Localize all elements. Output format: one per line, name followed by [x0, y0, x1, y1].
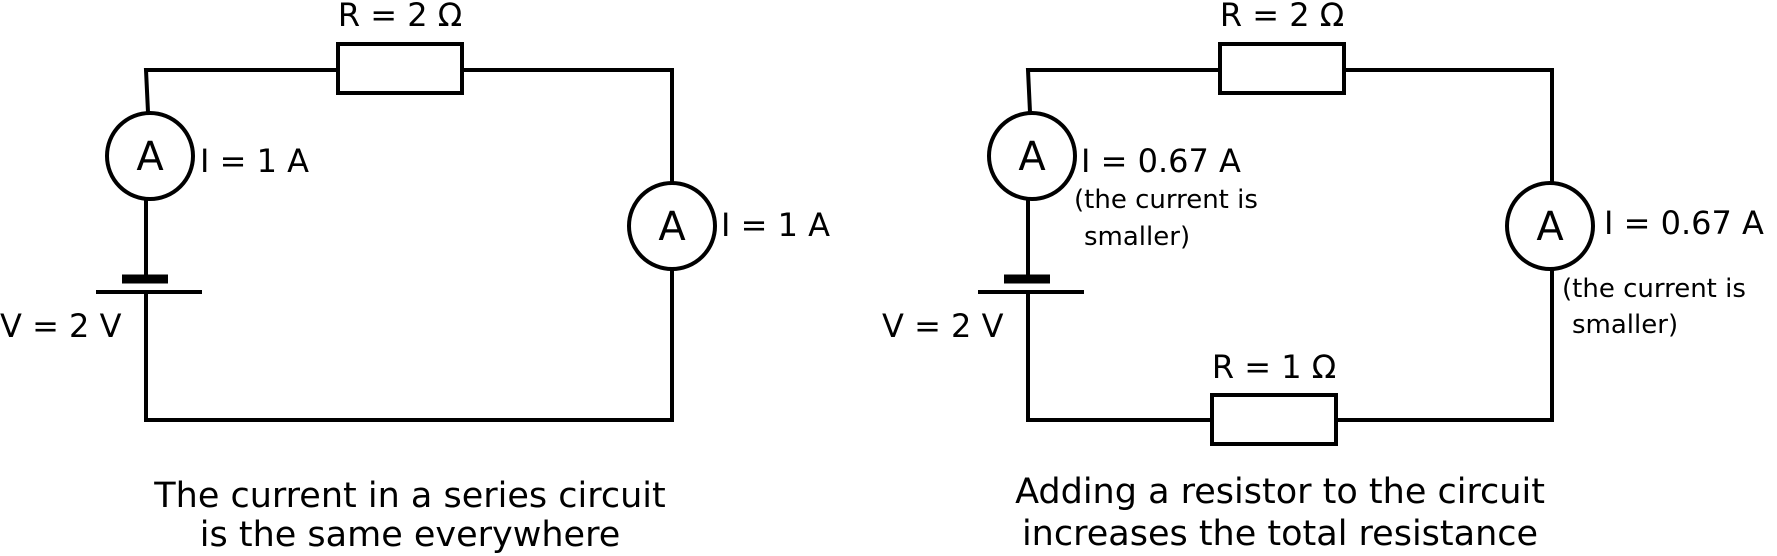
- left-resistor: [336, 42, 464, 95]
- right-resistor-1: [1218, 42, 1346, 95]
- right-caption-line-2: increases the total resistance: [1022, 514, 1538, 554]
- left-ammeter-2-reading: I = 1 A: [721, 206, 830, 244]
- left-ammeter-1: A: [105, 111, 195, 201]
- right-ammeter-1: A: [987, 111, 1077, 201]
- right-resistor-2-label: R = 1 Ω: [1212, 348, 1336, 386]
- right-circuit: R = 2 Ω R = 1 Ω A I = 0.67 A (the curren…: [882, 0, 1764, 554]
- left-battery-label: V = 2 V: [0, 307, 122, 345]
- left-battery: [96, 274, 202, 294]
- right-ammeter-2-note-line-1: (the current is: [1562, 274, 1746, 304]
- left-ammeter-1-reading: I = 1 A: [200, 142, 309, 180]
- right-ammeter-1-reading: I = 0.67 A: [1081, 142, 1241, 180]
- right-ammeter-2-note-line-2: smaller): [1572, 310, 1678, 340]
- right-ammeter-1-symbol: A: [1018, 134, 1046, 180]
- right-battery-label: V = 2 V: [882, 307, 1004, 345]
- right-battery: [978, 274, 1084, 294]
- left-resistor-label: R = 2 Ω: [338, 0, 462, 34]
- right-resistor-1-label: R = 2 Ω: [1220, 0, 1344, 34]
- left-ammeter-2: A: [627, 181, 717, 271]
- right-wire-top: [1025, 68, 1554, 183]
- right-wire-bottom: [1026, 290, 1554, 422]
- left-wire-top: [143, 68, 674, 183]
- left-caption-line-1: The current in a series circuit: [153, 476, 665, 516]
- left-circuit: R = 2 Ω A I = 1 A A I = 1 A V = 2 V The …: [0, 0, 830, 555]
- left-caption-line-2: is the same everywhere: [200, 515, 620, 555]
- right-ammeter-2-symbol: A: [1536, 204, 1564, 250]
- right-ammeter-2-reading: I = 0.67 A: [1604, 204, 1764, 242]
- right-caption-line-1: Adding a resistor to the circuit: [1015, 472, 1545, 512]
- left-wire-bottom: [144, 290, 674, 422]
- right-resistor-2: [1210, 393, 1338, 446]
- right-ammeter-2: A: [1505, 181, 1595, 271]
- left-ammeter-1-symbol: A: [136, 134, 164, 180]
- right-ammeter-1-note-line-1: (the current is: [1074, 185, 1258, 215]
- left-ammeter-2-symbol: A: [658, 204, 686, 250]
- right-ammeter-1-note-line-2: smaller): [1084, 222, 1190, 252]
